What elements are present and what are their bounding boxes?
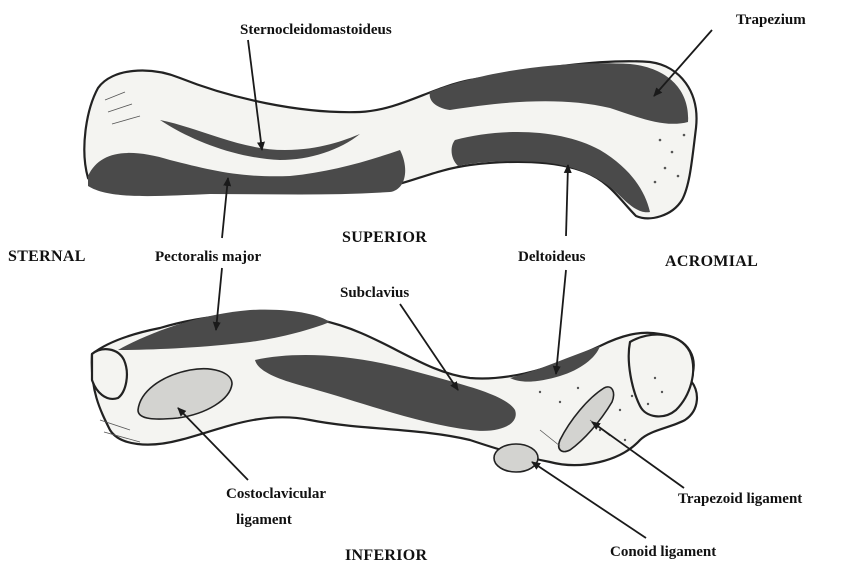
label-deltoideus: Deltoideus [518,249,586,265]
label-superior: SUPERIOR [342,229,427,246]
conoid-ligament-attachment [494,444,538,472]
deltoideus-down-arrow [556,270,566,374]
label-conoid-ligament: Conoid ligament [610,544,716,560]
label-subclavius: Subclavius [340,285,409,301]
conoid-ligament-arrow [532,462,646,538]
label-acromial: ACROMIAL [665,253,758,270]
label-pectoralis-major: Pectoralis major [155,249,262,265]
deltoideus-up-arrow [566,165,568,236]
label-sternocleidomastoideus: Sternocleidomastoideus [240,22,392,38]
label-sternal: STERNAL [8,248,86,265]
label-trapezium: Trapezium [736,12,806,28]
label-trapezoid-ligament: Trapezoid ligament [678,491,802,507]
superior-clavicle [84,61,696,218]
label-costoclavicular-line2: ligament [236,512,292,528]
label-costoclavicular-line1: Costoclavicular [226,486,326,502]
label-inferior: INFERIOR [345,547,428,564]
sternal-end-inferior [92,349,127,399]
inferior-clavicle [92,310,697,472]
